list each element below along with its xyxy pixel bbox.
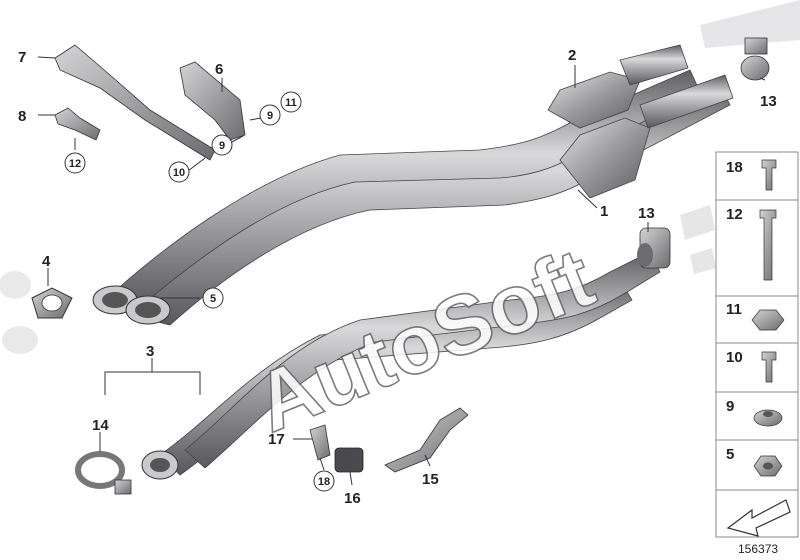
legend-item-9: 9 [726,398,783,427]
hex-bolt-icon [761,351,777,383]
ghost-parts-left [0,271,38,354]
callout-circle-9-b: 9 [211,134,233,156]
callout-8: 8 [18,108,26,125]
rubber-mount [334,447,364,473]
legend-item-10: 10 [726,349,777,383]
callout-circle-5: 5 [202,287,224,309]
diagram-number: 156373 [738,542,778,556]
svg-text:12: 12 [69,158,81,170]
svg-text:11: 11 [726,301,742,318]
flange-nut-icon [751,309,785,331]
svg-text:5: 5 [210,293,216,305]
watermark: AutoSoft [242,230,606,450]
catalytic-converter-lower [559,74,734,199]
bracket-long [54,44,216,161]
legend-item-18: 18 [726,159,777,191]
callout-circle-18: 18 [313,470,335,492]
callout-16: 16 [344,490,361,507]
washer-icon [753,409,783,427]
svg-text:10: 10 [726,349,743,366]
callout-circle-10: 10 [168,161,190,183]
bracket-clip [309,424,331,461]
catalytic-converter-upper [547,44,689,129]
callout-3: 3 [146,343,154,360]
upper-front-pipe [92,69,731,326]
svg-text:18: 18 [726,159,743,176]
ghost-pipe-mid-right [680,205,716,274]
legend-item-11: 11 [726,301,785,331]
svg-text:12: 12 [726,206,743,223]
callout-13-top: 13 [760,93,777,110]
callout-7: 7 [18,49,26,66]
ghost-pipe-top-right [700,0,800,48]
legend-item-5: 5 [726,446,783,477]
callout-13-mid: 13 [638,205,655,222]
svg-text:10: 10 [173,167,185,179]
callout-circle-12: 12 [64,152,86,174]
bolt-icon [761,159,777,191]
band-clamp [75,451,132,495]
gasket [31,287,73,319]
sleeve-clamp-top [740,37,770,81]
svg-text:9: 9 [267,110,273,122]
svg-text:9: 9 [219,140,225,152]
arrow-icon [726,499,791,537]
svg-text:5: 5 [726,446,734,463]
callout-14: 14 [92,417,109,434]
parts-legend: 18 12 11 10 9 5 [715,151,799,538]
legend-item-12: 12 [726,206,777,281]
callout-1: 1 [600,203,608,220]
callout-circle-11: 11 [280,91,302,113]
sleeve-clamp-mid [637,227,671,269]
callout-17: 17 [268,431,285,448]
svg-text:18: 18 [318,476,330,488]
holder-bracket [179,61,246,141]
bracket-small [54,107,101,141]
hanger-bracket [384,407,469,473]
callout-15: 15 [422,471,439,488]
callout-circle-9-a: 9 [259,104,281,126]
callout-4: 4 [42,253,51,270]
callout-6: 6 [215,61,223,78]
callout-2: 2 [568,47,576,64]
svg-text:9: 9 [726,398,734,415]
stud-bolt-icon [759,209,777,281]
svg-text:11: 11 [285,97,297,109]
